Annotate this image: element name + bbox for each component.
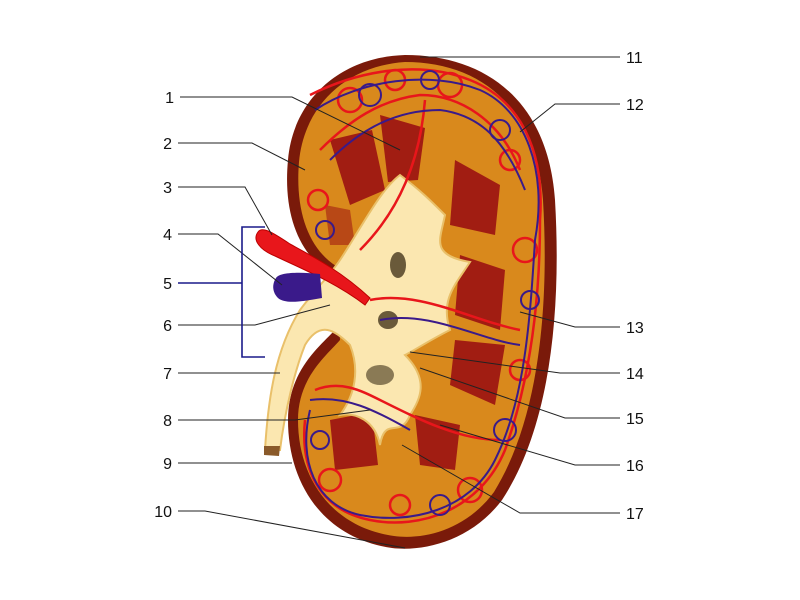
renal-artery bbox=[255, 229, 371, 306]
renal-hilum-bracket bbox=[178, 226, 265, 358]
ureter-end bbox=[264, 446, 280, 456]
label-1: 1 bbox=[165, 90, 174, 107]
label-6: 6 bbox=[163, 318, 172, 335]
label-15: 15 bbox=[626, 411, 644, 428]
veins bbox=[305, 70, 540, 519]
label-5: 5 bbox=[163, 276, 172, 293]
label-13: 13 bbox=[626, 320, 644, 337]
label-12: 12 bbox=[626, 97, 644, 114]
label-8: 8 bbox=[163, 413, 172, 430]
label-9: 9 bbox=[163, 456, 172, 473]
label-2: 2 bbox=[163, 136, 172, 153]
label-4: 4 bbox=[163, 227, 172, 244]
leader-lines bbox=[178, 56, 620, 549]
label-14: 14 bbox=[626, 366, 644, 383]
label-10: 10 bbox=[154, 504, 172, 521]
label-3: 3 bbox=[163, 180, 172, 197]
label-16: 16 bbox=[626, 458, 644, 475]
label-17: 17 bbox=[626, 506, 644, 523]
label-7: 7 bbox=[163, 366, 172, 383]
renal-pyramids bbox=[325, 115, 505, 470]
label-11: 11 bbox=[626, 50, 643, 67]
renal-vein bbox=[273, 272, 322, 302]
arteries bbox=[303, 68, 542, 524]
